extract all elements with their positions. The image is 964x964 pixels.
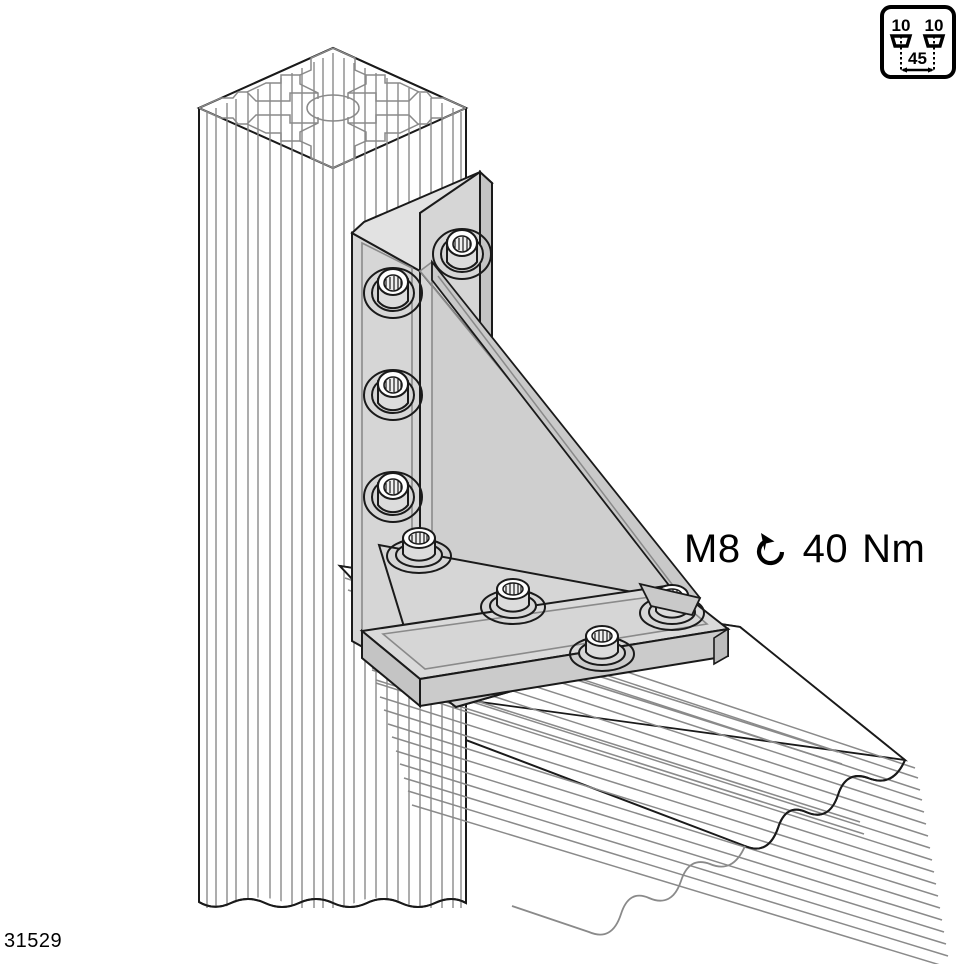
bolt-horizontal-2 <box>480 578 546 625</box>
bolt-vertical-4 <box>363 471 423 523</box>
badge-right-slot-size: 10 <box>925 16 944 35</box>
dimension-arrow <box>901 67 934 73</box>
bolt-horizontal-3 <box>569 625 635 672</box>
part-number-label: 31529 <box>4 930 63 952</box>
bolt-vertical-3 <box>363 369 423 421</box>
badge-left-slot-size: 10 <box>892 16 911 35</box>
t-slot-icon-right <box>922 34 946 48</box>
thread-size-label: M8 <box>684 527 741 571</box>
torque-arrow-icon <box>756 533 784 566</box>
badge-spacing-value: 45 <box>908 49 927 68</box>
bolt-vertical-1 <box>432 228 492 280</box>
slot-size-badge: 10 10 45 <box>880 5 956 79</box>
bolt-vertical-2 <box>363 267 423 319</box>
torque-specification: M8 40 Nm <box>684 529 925 569</box>
t-slot-icon-left <box>889 34 913 48</box>
torque-unit-label: Nm <box>862 527 926 571</box>
bolt-horizontal-1 <box>386 527 452 574</box>
corner-gusset-bracket <box>350 169 731 709</box>
torque-value-label: 40 <box>802 527 849 571</box>
